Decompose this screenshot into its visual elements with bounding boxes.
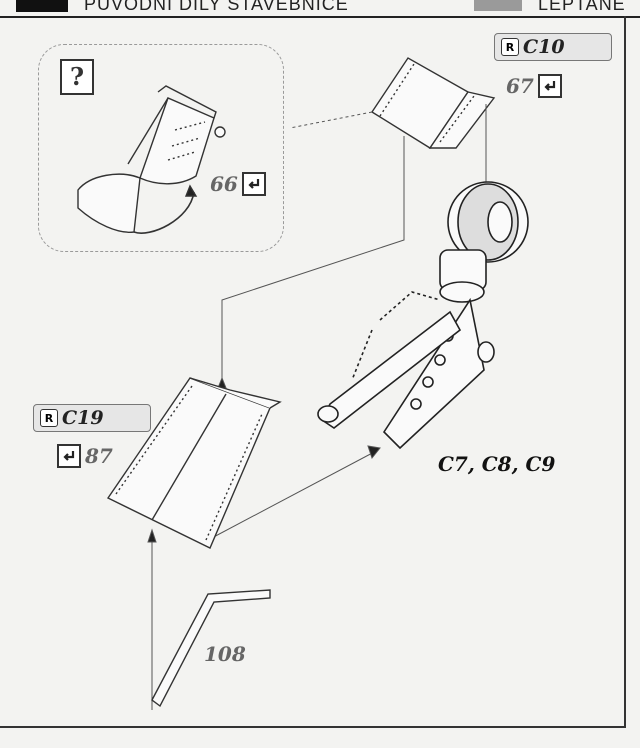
landing-gear-drawing: [317, 181, 529, 450]
page-border-bottom: [0, 726, 626, 728]
detail-inset: [38, 44, 284, 252]
part-ref-label: C10: [523, 36, 565, 58]
question-box-icon: ?: [60, 59, 94, 95]
part-number-108: 108: [204, 642, 246, 666]
header-right-text: LEPTANÉ: [538, 0, 626, 14]
grey-legend-swatch: [474, 0, 522, 11]
part-ref-c10: R C10: [494, 33, 612, 61]
header-left-text: PŮVODNÍ DÍLY STAVEBNICE: [84, 0, 349, 14]
step-number: 87: [85, 444, 113, 468]
step-66: 66: [210, 172, 266, 196]
glue-step-icon: [57, 444, 81, 468]
part-ref-label: C19: [62, 407, 104, 429]
wire-strut-drawing: [151, 589, 271, 708]
part-ref-c19: R C19: [33, 404, 151, 432]
resin-mark-icon: R: [501, 38, 519, 56]
lower-plate-drawing: [106, 377, 282, 549]
black-legend-swatch: [16, 0, 68, 12]
glue-step-icon: [241, 172, 266, 196]
resin-mark-icon: R: [40, 409, 58, 427]
detail-part-drawing: [77, 85, 226, 234]
step-number: 67: [506, 74, 534, 98]
step-67: 67: [506, 74, 562, 98]
parts-label: C7, C8, C9: [438, 452, 556, 476]
cover-plate-drawing: [371, 57, 496, 149]
page-border-right: [624, 16, 626, 726]
step-87: 87: [57, 444, 113, 468]
step-number: 66: [210, 172, 238, 196]
page-header: PŮVODNÍ DÍLY STAVEBNICE LEPTANÉ: [0, 0, 640, 18]
glue-step-icon: [537, 74, 562, 98]
